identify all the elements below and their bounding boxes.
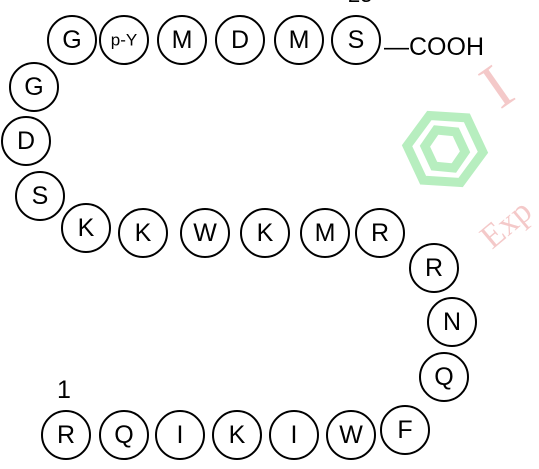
watermark-logo-letter: I: [467, 51, 525, 121]
residue: K: [240, 208, 290, 258]
residue: M: [274, 15, 324, 65]
residue-label: R: [425, 254, 443, 282]
residue-label: M: [315, 219, 336, 247]
residue: Q: [99, 410, 149, 460]
residue-circle: [15, 171, 65, 221]
residue: D: [1, 116, 51, 166]
residue-circle: [215, 15, 265, 65]
residue-circle: [212, 410, 262, 460]
residue: S: [15, 171, 65, 221]
residue: p-Y: [99, 15, 149, 65]
residue: K: [212, 410, 262, 460]
residue-circle: [47, 15, 97, 65]
residue: W: [180, 208, 230, 258]
residue-label: S: [32, 182, 49, 210]
residue: W: [326, 410, 376, 460]
residue-circle: [1, 116, 51, 166]
residue: D: [215, 15, 265, 65]
residue-circle: [118, 208, 168, 258]
residue-circle: [409, 243, 459, 293]
residue-label: R: [57, 421, 75, 449]
watermark-text: Exp: [473, 193, 539, 257]
residue-label: W: [339, 421, 363, 449]
residue-label: W: [193, 219, 217, 247]
residue: R: [355, 208, 405, 258]
residue-label: F: [397, 416, 412, 444]
residue: N: [427, 297, 477, 347]
watermark: I Exp: [401, 51, 539, 257]
residue-label: N: [443, 308, 461, 336]
residue-circle: [99, 15, 149, 65]
residue-circle: [380, 405, 430, 455]
watermark-logo: [401, 110, 489, 188]
residue-label: I: [177, 421, 184, 449]
residue: K: [61, 203, 111, 253]
residue-circle: [355, 208, 405, 258]
residue-label: D: [17, 127, 35, 155]
residue: M: [300, 208, 350, 258]
residue-circle: [269, 410, 319, 460]
c-terminus-label: —COOH: [384, 33, 484, 61]
residue-label: K: [229, 421, 246, 449]
residue-circle: [300, 208, 350, 258]
residue-label: D: [231, 26, 249, 54]
residue-label: R: [371, 219, 389, 247]
residue-circle: [9, 62, 59, 112]
residue-label: G: [24, 73, 43, 101]
residue-circle: [326, 410, 376, 460]
residue-label: K: [135, 219, 152, 247]
residue-circle: [240, 208, 290, 258]
residue-circle: [99, 410, 149, 460]
residue-circle: [180, 208, 230, 258]
residue-label: I: [291, 421, 298, 449]
residue-circle: [155, 410, 205, 460]
residue-label: Q: [434, 363, 453, 391]
residue-label: p-Y: [111, 31, 137, 50]
residue: K: [118, 208, 168, 258]
residue-circle: [331, 15, 381, 65]
residue: G: [9, 62, 59, 112]
residue-label: M: [289, 26, 310, 54]
residue: F: [380, 405, 430, 455]
residue-circle: [274, 15, 324, 65]
residue-circle: [61, 203, 111, 253]
residue-label: K: [78, 214, 95, 242]
residue-circle: [157, 15, 207, 65]
residue-label: S: [348, 26, 365, 54]
residue-label: M: [172, 26, 193, 54]
residue: M: [157, 15, 207, 65]
residue: R: [41, 410, 91, 460]
residue-label: Q: [114, 421, 133, 449]
end-position-label: 25: [348, 0, 372, 7]
residue: S: [331, 15, 381, 65]
residue: I: [269, 410, 319, 460]
residue-label: G: [62, 26, 81, 54]
residue-label: K: [257, 219, 274, 247]
residue-circle: [427, 297, 477, 347]
residue: Q: [419, 352, 469, 402]
residue: R: [409, 243, 459, 293]
residue: I: [155, 410, 205, 460]
start-position-label: 1: [57, 376, 71, 404]
residue: G: [47, 15, 97, 65]
residue-circle: [419, 352, 469, 402]
residue-circle: [41, 410, 91, 460]
